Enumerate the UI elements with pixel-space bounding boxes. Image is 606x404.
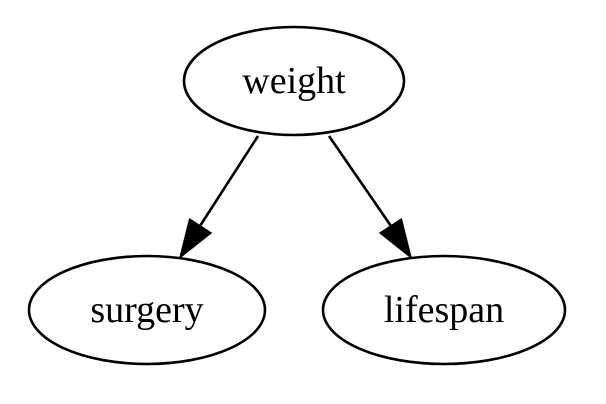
edge-line-weight-lifespan — [327, 135, 393, 227]
node-lifespan-ellipse — [321, 254, 567, 366]
edge-weight-to-lifespan — [327, 135, 413, 260]
edge-weight-to-surgery — [178, 135, 260, 260]
node-surgery: surgery — [27, 254, 267, 366]
node-lifespan-label: lifespan — [384, 289, 504, 331]
node-surgery-label: surgery — [90, 289, 203, 331]
node-weight-label: weight — [242, 60, 346, 102]
node-weight-ellipse — [182, 25, 406, 137]
arrowhead-lifespan — [378, 217, 413, 260]
arrowhead-surgery — [178, 217, 213, 260]
node-surgery-ellipse — [27, 254, 267, 366]
node-weight: weight — [182, 25, 406, 137]
edge-line-weight-surgery — [198, 135, 260, 227]
node-lifespan: lifespan — [321, 254, 567, 366]
